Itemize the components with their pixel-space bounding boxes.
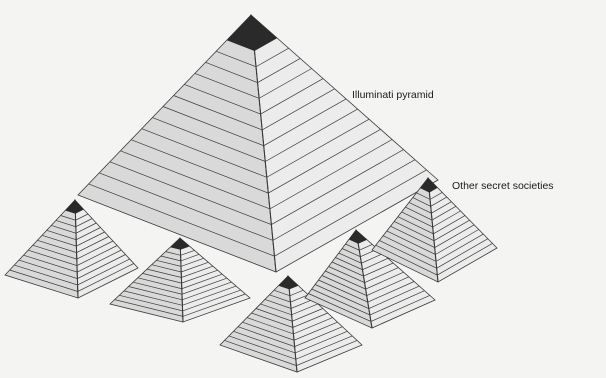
illuminati-pyramid — [78, 15, 438, 272]
secret-society-pyramid-left — [5, 200, 138, 298]
illuminati-pyramid-label: Illuminati pyramid — [352, 89, 434, 101]
secret-society-pyramid-right-right-face — [428, 178, 497, 282]
other-secret-societies-label: Other secret societies — [452, 180, 554, 192]
illuminati-pyramid-left-face — [78, 15, 276, 272]
secret-society-pyramid-left-left-face — [5, 200, 78, 298]
